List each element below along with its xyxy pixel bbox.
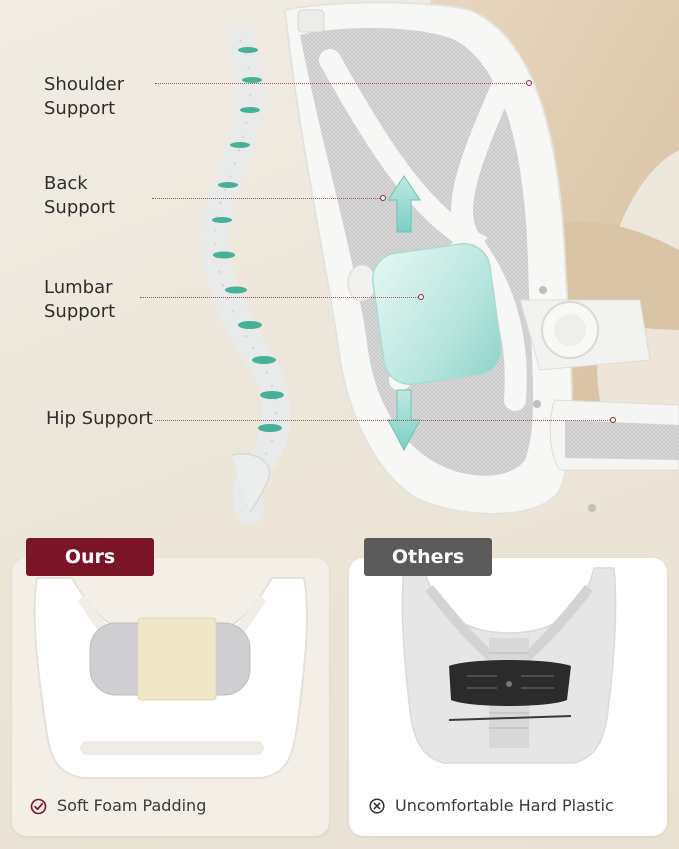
lumbar-label-line2: Support [44,301,116,322]
shoulder-leader-line [155,83,525,84]
shoulder-label-line1: Shoulder [44,74,125,95]
back-support-label: Back Support [44,172,115,220]
ours-tag: Ours [26,538,154,576]
back-leader-dot [380,195,386,201]
ours-caption-text: Soft Foam Padding [57,796,207,815]
ours-lumbar-frame-illustration [33,577,308,779]
lumbar-leader-dot [418,294,424,300]
hip-leader-line [155,420,610,421]
shoulder-label-line2: Support [44,98,116,119]
check-circle-icon [30,798,47,814]
others-panel: Uncomfortable Hard Plastic [349,558,667,836]
hip-leader-dot [610,417,616,423]
ours-caption: Soft Foam Padding [30,795,206,817]
others-lumbar-frame-illustration [401,567,617,764]
lumbar-label-line1: Lumbar [44,277,113,298]
shoulder-support-label: Shoulder Support [44,73,124,121]
ours-panel: Soft Foam Padding [12,558,329,836]
spine-illustration [200,26,291,524]
shoulder-leader-dot [526,80,532,86]
others-caption-text: Uncomfortable Hard Plastic [395,796,614,815]
others-tag: Others [364,538,492,576]
lumbar-leader-line [140,297,418,298]
lumbar-support-label: Lumbar Support [44,276,115,324]
back-leader-line [152,198,380,199]
lumbar-cushion [372,243,502,385]
others-caption: Uncomfortable Hard Plastic [369,795,614,817]
back-label-line1: Back [44,173,88,194]
hip-support-label: Hip Support [46,408,153,429]
up-arrow-icon [387,175,421,233]
chair-hero-illustration [200,0,679,524]
x-circle-icon [369,798,385,814]
back-label-line2: Support [44,197,116,218]
